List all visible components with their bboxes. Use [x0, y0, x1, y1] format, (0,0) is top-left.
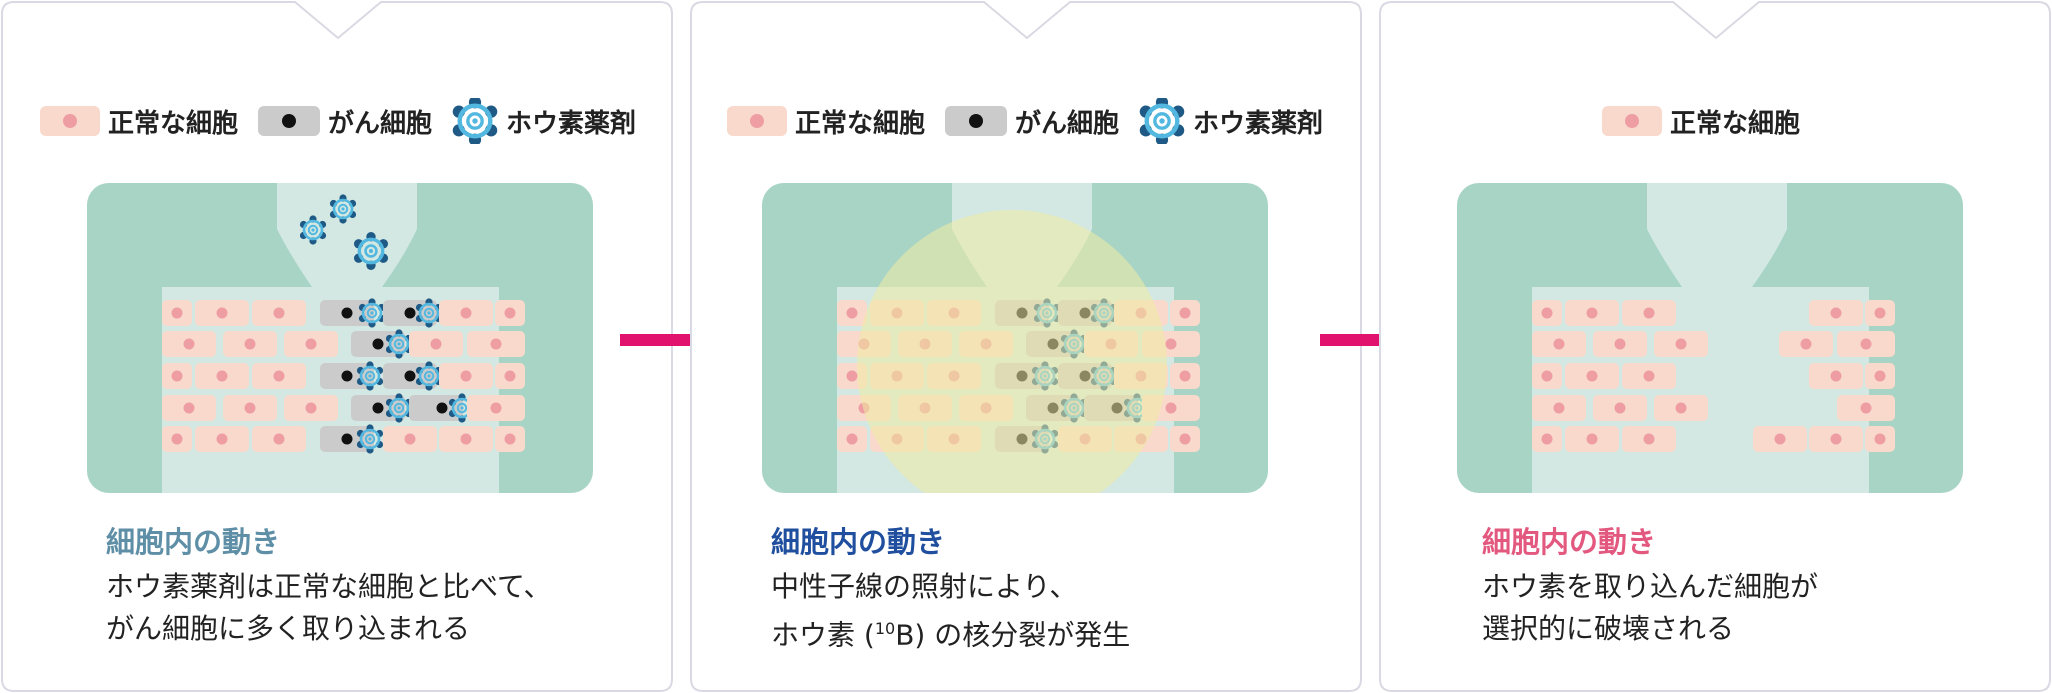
cell-layer	[162, 297, 525, 455]
legend-boron-drug: ホウ素薬剤	[452, 98, 636, 144]
tissue-scene	[1457, 183, 1963, 493]
tissue-scene	[87, 183, 593, 493]
caption-title: 細胞内の動き	[771, 525, 946, 559]
legend: 正常な細胞 がん細胞 ホウ素薬剤	[40, 96, 636, 146]
normal-cell-swatch	[727, 106, 787, 136]
legend-cancer-cell: がん細胞	[258, 103, 432, 140]
panel-step-3: 正常な細胞	[1378, 0, 2052, 693]
legend-normal-cell-label: 正常な細胞	[108, 108, 239, 139]
caption-body: ホウ素薬剤は正常な細胞と比べて、 がん細胞に多く取り込まれる	[106, 566, 666, 650]
caption: 細胞内の動き ホウ素を取り込んだ細胞が 選択的に破壊される	[1482, 522, 2042, 650]
caption-line-2: 選択的に破壊される	[1482, 612, 1735, 645]
boron-drug-icon	[1139, 98, 1185, 144]
caption-line-2: ホウ素 (10B) の核分裂が発生	[771, 608, 1331, 656]
neutron-irradiation-glow	[857, 210, 1167, 493]
caption-body: 中性子線の照射により、 ホウ素 (10B) の核分裂が発生	[771, 566, 1331, 656]
panel-step-1: 正常な細胞 がん細胞 ホウ素薬剤	[0, 0, 674, 693]
legend: 正常な細胞 がん細胞 ホウ素薬剤	[727, 96, 1323, 146]
isotope-mass-number: 10	[874, 619, 896, 638]
caption: 細胞内の動き ホウ素薬剤は正常な細胞と比べて、 がん細胞に多く取り込まれる	[106, 522, 666, 650]
caption-line-2-pre: ホウ素 (	[771, 618, 875, 652]
legend-cancer-cell: がん細胞	[945, 103, 1119, 140]
legend-normal-cell: 正常な細胞	[1602, 103, 1800, 140]
cancer-cell-swatch	[945, 106, 1008, 136]
remaining-normal-cells	[1532, 300, 1895, 452]
boron-drug-icon	[452, 98, 498, 144]
legend-boron-drug-label: ホウ素薬剤	[1193, 108, 1324, 139]
legend-normal-cell-label: 正常な細胞	[795, 108, 926, 139]
caption-title: 細胞内の動き	[1482, 525, 1657, 559]
tissue-scene	[762, 183, 1268, 493]
cancer-cell-swatch	[258, 106, 321, 136]
caption-title: 細胞内の動き	[106, 525, 281, 559]
legend-boron-drug-label: ホウ素薬剤	[506, 108, 637, 139]
caption-line-1: ホウ素を取り込んだ細胞が	[1482, 570, 1819, 603]
legend-cancer-cell-label: がん細胞	[328, 108, 433, 139]
legend-normal-cell: 正常な細胞	[40, 103, 238, 140]
caption-line-2: がん細胞に多く取り込まれる	[106, 612, 471, 645]
legend-boron-drug: ホウ素薬剤	[1139, 98, 1323, 144]
caption: 細胞内の動き 中性子線の照射により、 ホウ素 (10B) の核分裂が発生	[771, 522, 1331, 656]
normal-cell-swatch	[40, 106, 100, 136]
panel-step-2: 正常な細胞 がん細胞 ホウ素薬剤	[689, 0, 1363, 693]
caption-line-2-post: B) の核分裂が発生	[895, 618, 1131, 652]
legend-normal-cell: 正常な細胞	[727, 103, 925, 140]
legend-normal-cell-label: 正常な細胞	[1670, 108, 1801, 139]
caption-body: ホウ素を取り込んだ細胞が 選択的に破壊される	[1482, 566, 2042, 650]
legend: 正常な細胞	[1602, 96, 1800, 146]
legend-cancer-cell-label: がん細胞	[1015, 108, 1120, 139]
normal-cell-swatch	[1602, 106, 1662, 136]
caption-line-1: ホウ素薬剤は正常な細胞と比べて、	[106, 570, 552, 603]
caption-line-1: 中性子線の照射により、	[771, 570, 1078, 603]
